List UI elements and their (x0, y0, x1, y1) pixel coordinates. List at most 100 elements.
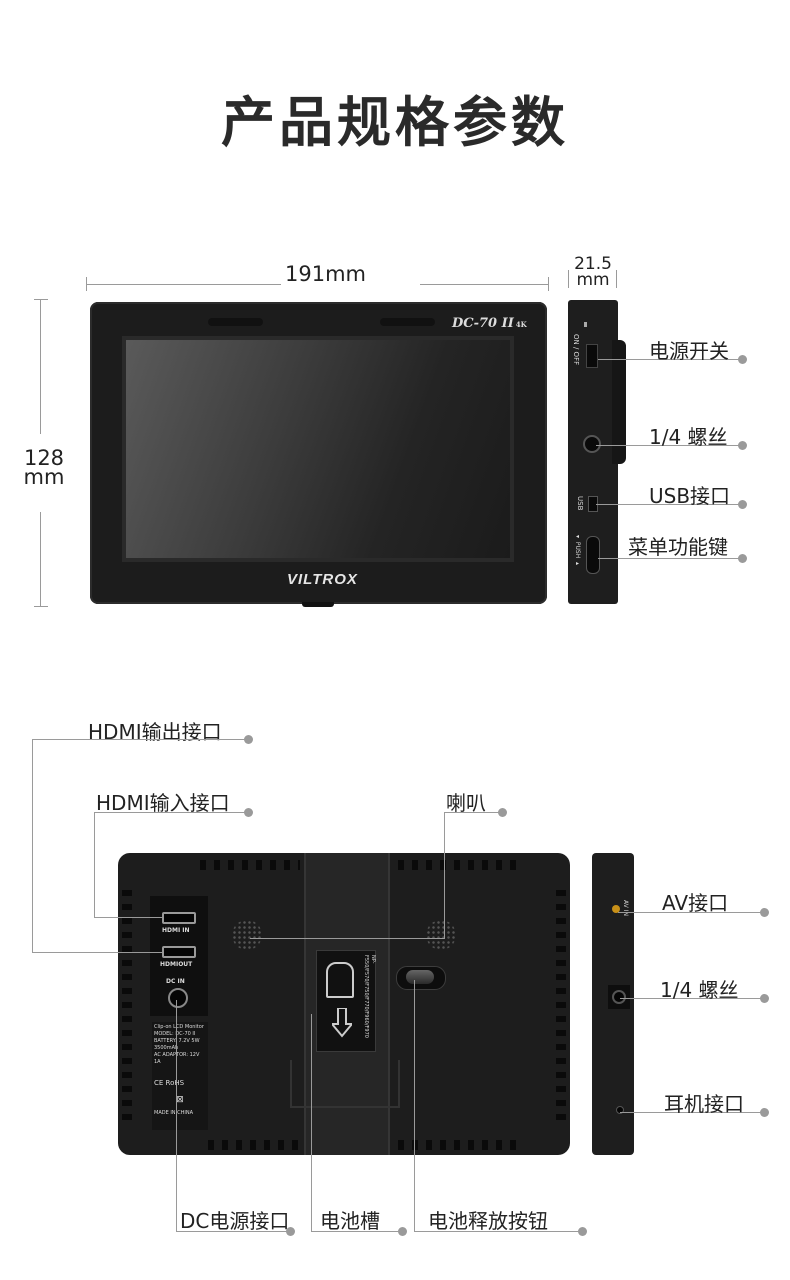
speaker-left (232, 920, 262, 950)
usb-text: USB (576, 496, 584, 511)
battery-clip (290, 1060, 400, 1108)
label-hdmi-in: HDMI输入接口 (96, 791, 230, 815)
label-battery-slot: 电池槽 (320, 1209, 380, 1233)
power-led (584, 322, 587, 327)
hdmi-out-port[interactable] (162, 946, 196, 958)
callout-line-speaker-h (444, 812, 502, 813)
height-dim-tick-top (34, 299, 48, 300)
callout-line-dc-v (176, 1000, 177, 1232)
recycle-bin-icon: ⊠ (176, 1095, 184, 1105)
label-battery-release: 电池释放按钮 (428, 1209, 548, 1233)
spec-made: MADE IN CHINA (154, 1110, 194, 1116)
speaker-right (426, 920, 456, 950)
av-in-text: AV IN (622, 900, 629, 916)
front-foot (302, 602, 334, 607)
spec-battery: BATTERY: 7.2V 5W (154, 1038, 200, 1044)
callout-dot-hdmi-out (244, 735, 253, 744)
spec-label: Clip-on LCD Monitor MODEL: DC-70 II BATT… (152, 1022, 208, 1130)
callout-line-power (598, 359, 740, 360)
callout-line-battery-v (311, 1014, 312, 1232)
label-dc-power: DC电源接口 (180, 1209, 290, 1233)
callout-line-hdmi-in-h2 (94, 917, 164, 918)
monitor-screen (122, 336, 514, 562)
dc-in-port[interactable] (168, 988, 188, 1008)
screw-hole-side (583, 435, 601, 453)
battery-icon (326, 962, 354, 998)
height-dim-tick-bottom (34, 606, 48, 607)
push-text: ◂ PUSH ▸ (574, 533, 581, 568)
page-title: 产品规格参数 (221, 91, 569, 154)
model-suffix: 4K (515, 320, 527, 329)
height-dim-line-top (40, 299, 41, 434)
label-menu-key: 菜单功能键 (628, 535, 728, 559)
callout-dot-usb (738, 500, 747, 509)
callout-line-usb (596, 504, 740, 505)
width-dimension: 191mm (285, 262, 366, 286)
back-vent-right (556, 890, 566, 1120)
height-dimension: 128 mm (22, 446, 66, 489)
callout-line-release-v (414, 980, 415, 1232)
depth-dim-tick-right (616, 270, 617, 288)
callout-line-hdmi-out-h2 (32, 952, 164, 953)
side-bulge (612, 340, 626, 464)
label-screw-back: 1/4 螺丝 (660, 978, 739, 1002)
callout-dot-screw-back (760, 994, 769, 1003)
callout-line-headphone (620, 1112, 764, 1113)
callout-line-battery-h (311, 1231, 403, 1232)
height-unit: mm (23, 465, 65, 489)
callout-line-hdmi-in-v (94, 812, 95, 918)
spec-cert: CE RoHS (154, 1079, 185, 1087)
callout-dot-dc (286, 1227, 295, 1236)
callout-dot-av (760, 908, 769, 917)
depth-dim-tick-left (568, 270, 569, 288)
height-dim-line-bottom (40, 512, 41, 606)
battery-release-knob (406, 970, 434, 984)
callout-dot-hdmi-in (244, 808, 253, 817)
depth-value: 21.5 (574, 254, 612, 274)
power-switch[interactable] (586, 344, 598, 368)
hdmi-out-text: HDMIOUT (160, 961, 193, 968)
callout-dot-power (738, 355, 747, 364)
battery-arrow-icon (329, 1007, 355, 1038)
back-vent-left (122, 890, 132, 1120)
label-headphone: 耳机接口 (664, 1092, 744, 1116)
depth-unit: mm (576, 270, 610, 290)
callout-line-screw (596, 445, 740, 446)
spec-label-text: Clip-on LCD Monitor MODEL: DC-70 II BATT… (152, 1022, 208, 1119)
front-vent-right (380, 318, 435, 326)
width-dim-tick-right (548, 277, 549, 291)
callout-line-speaker-v (444, 812, 445, 938)
height-value: 128 (23, 446, 65, 470)
label-screw: 1/4 螺丝 (649, 425, 728, 449)
av-in-port[interactable] (612, 905, 620, 913)
callout-line-hdmi-out-v (32, 739, 33, 953)
callout-dot-menu (738, 554, 747, 563)
depth-dimension: 21.5 mm (566, 254, 620, 290)
brand-logo: VILTROX (287, 571, 358, 588)
onoff-text: ON / OFF (572, 334, 580, 366)
spec-model: MODEL: DC-70 II (154, 1031, 196, 1037)
hdmi-in-text: HDMI IN (162, 927, 190, 934)
callout-dot-speaker (498, 808, 507, 817)
label-speaker: 喇叭 (446, 791, 486, 815)
hdmi-in-port[interactable] (162, 912, 196, 924)
menu-wheel[interactable] (586, 536, 600, 574)
spec-current: 3500mAh (154, 1045, 179, 1051)
callout-dot-screw (738, 441, 747, 450)
model-name: DC-70 II (452, 316, 514, 331)
callout-line-dc-h (176, 1231, 290, 1232)
screw-hole-back (612, 990, 626, 1004)
headphone-port[interactable] (616, 1106, 624, 1114)
callout-line-release-h (414, 1231, 582, 1232)
callout-line-menu (598, 558, 740, 559)
width-dim-line-left (86, 284, 281, 285)
front-vent-left (208, 318, 263, 326)
label-power-switch: 电源开关 (649, 339, 729, 363)
width-dim-line-right (420, 284, 548, 285)
label-hdmi-out: HDMI输出接口 (88, 720, 222, 744)
battery-text: NP-F550/F570/F750/F770/F960/F970 (363, 955, 376, 1038)
callout-dot-headphone (760, 1108, 769, 1117)
callout-dot-battery (398, 1227, 407, 1236)
back-vent-bottom-left (208, 1140, 300, 1150)
